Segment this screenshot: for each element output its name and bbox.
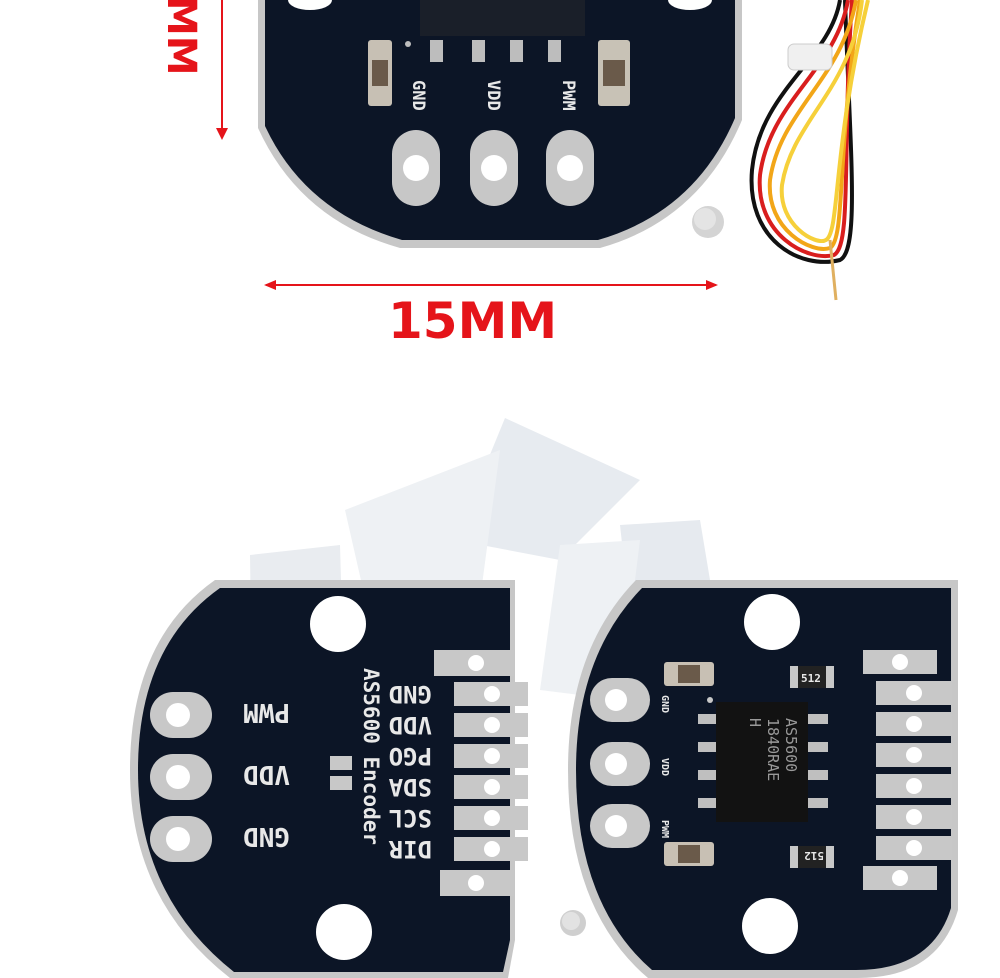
back-board-scene: PWM VDD GND AS5600 Encoder GND VDD PGO S…	[130, 580, 528, 978]
top-label-gnd: GND	[408, 80, 428, 111]
header-label-dir: DIR	[388, 835, 432, 863]
top-chip	[420, 0, 585, 36]
front-header-pads	[863, 650, 952, 890]
back-hole-top	[310, 596, 366, 652]
front-label-gnd: GND	[659, 695, 670, 713]
top-pads	[392, 130, 594, 206]
top-label-pwm: PWM	[558, 80, 578, 111]
front-board-scene: GND VDD PWM AS5600 1840RAE H 512 512	[568, 580, 958, 978]
back-hole-bottom	[316, 904, 372, 960]
header-label-pgo: PGO	[389, 742, 432, 770]
chip-marking-3: H	[746, 718, 764, 727]
header-label-sda: SDA	[388, 773, 432, 801]
front-label-pwm: PWM	[659, 820, 670, 838]
cable-tie	[787, 43, 833, 71]
front-left-pads	[590, 678, 650, 848]
chip-marking-1: AS5600	[782, 718, 800, 772]
width-dimension-label: 15MM	[388, 292, 558, 350]
header-label-vdd: VDD	[389, 711, 432, 739]
back-title: AS5600 Encoder	[359, 668, 383, 845]
top-label-vdd: VDD	[483, 80, 503, 111]
back-board	[138, 588, 510, 972]
header-label-scl: SCL	[389, 804, 432, 832]
as5600-chip	[716, 702, 808, 822]
magnet-disc-bottom	[560, 910, 586, 936]
header-label-gnd: GND	[389, 680, 432, 708]
back-label-vdd: VDD	[243, 759, 290, 789]
resistor-label-top: 512	[801, 672, 821, 685]
cable-wires	[749, 0, 870, 301]
top-board-scene: GND VDD PWM	[216, 0, 870, 301]
chip-pins	[698, 714, 828, 808]
chip-marking-2: 1840RAE	[764, 718, 782, 781]
back-left-pads	[150, 692, 212, 862]
back-label-gnd: GND	[243, 821, 290, 851]
height-dimension-label: MM	[158, 0, 204, 76]
resistor-label-bottom: 512	[804, 849, 824, 862]
back-label-pwm: PWM	[243, 697, 290, 727]
front-label-vdd: VDD	[659, 758, 670, 776]
back-header-pads	[434, 650, 528, 896]
